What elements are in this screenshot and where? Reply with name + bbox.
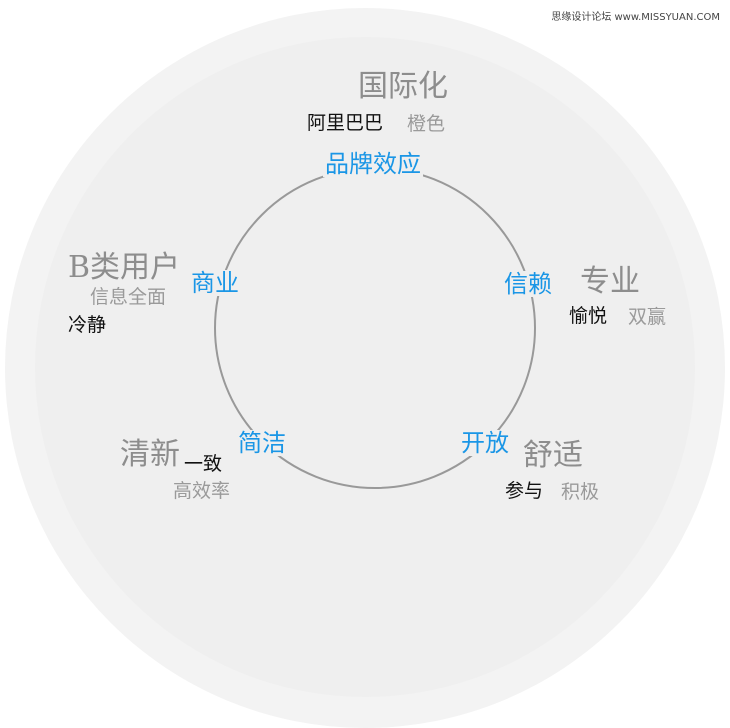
label-pleasant: 愉悦 [569,305,608,327]
label-consistent: 一致 [184,453,223,475]
label-participate: 参与 [505,480,544,502]
label-comfortable: 舒适 [523,438,583,473]
watermark: 思缘设计论坛 www.MISSYUAN.COM [551,12,720,23]
node-brand-effect: 品牌效应 [323,150,423,178]
label-professional: 专业 [580,264,640,299]
label-win-win: 双赢 [628,306,667,328]
label-international: 国际化 [358,69,448,104]
node-business: 商业 [189,269,241,297]
label-active: 积极 [561,481,600,503]
label-b-type-users: B类用户 [68,250,181,285]
label-calm: 冷静 [68,314,107,336]
node-open: 开放 [459,429,511,457]
label-alibaba: 阿里巴巴 [307,112,384,134]
diagram-canvas: 思缘设计论坛 www.MISSYUAN.COM 国际化 阿里巴巴 橙色 品牌效应… [5,8,725,728]
label-fresh: 清新 [120,437,180,472]
label-orange: 橙色 [407,113,446,135]
label-complete-info: 信息全面 [90,286,167,308]
node-trust: 信赖 [502,270,554,298]
label-high-efficiency: 高效率 [173,480,231,502]
node-concise: 简洁 [236,429,288,457]
